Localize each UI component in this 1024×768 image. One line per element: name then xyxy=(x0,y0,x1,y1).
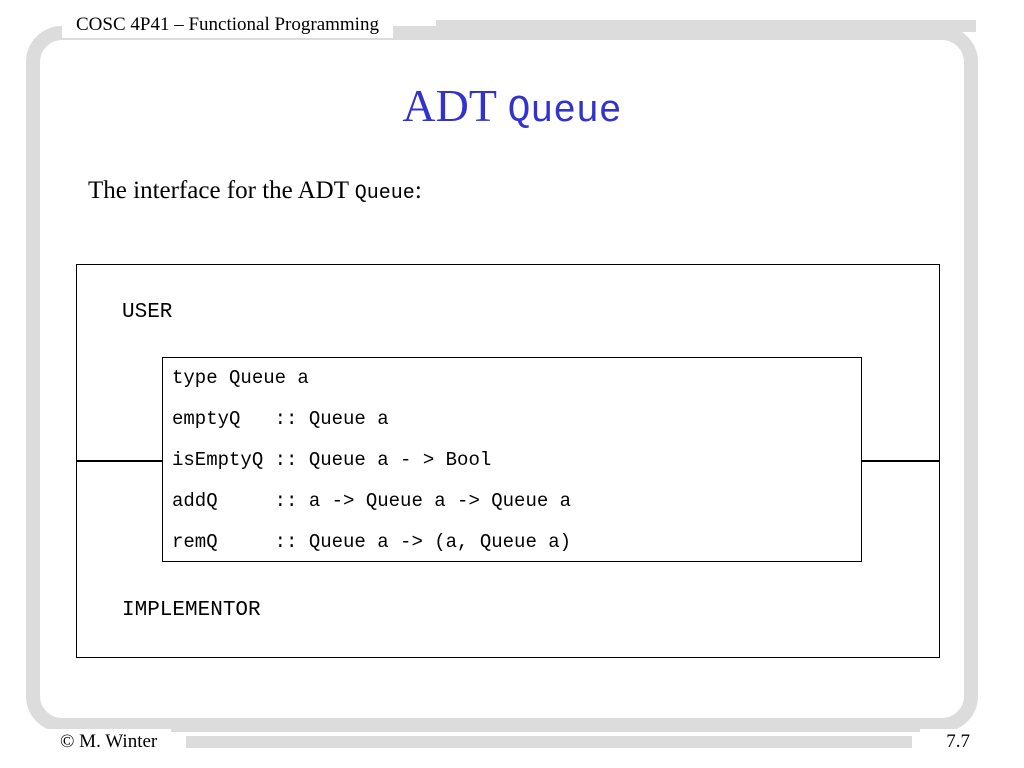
signature-line: remQ :: Queue a -> (a, Queue a) xyxy=(172,531,572,553)
intro-suffix: : xyxy=(414,177,422,204)
signature-line: isEmptyQ :: Queue a - > Bool xyxy=(172,449,492,471)
page-number: 7.7 xyxy=(920,729,970,755)
intro-text: The interface for the ADT xyxy=(88,177,355,204)
interface-diagram xyxy=(76,264,940,658)
implementor-label: IMPLEMENTOR xyxy=(122,599,261,622)
divider-left xyxy=(77,460,163,462)
signature-line: emptyQ :: Queue a xyxy=(172,408,389,430)
course-header: COSC 4P41 – Functional Programming xyxy=(62,12,393,38)
signature-box xyxy=(162,357,862,562)
intro-code: Queue xyxy=(354,182,415,205)
signature-line: addQ :: a -> Queue a -> Queue a xyxy=(172,490,572,512)
divider-right xyxy=(861,460,939,462)
signature-line: type Queue a xyxy=(172,367,309,389)
footer-bar xyxy=(186,736,912,748)
slide-title: ADT Queue xyxy=(0,76,1024,142)
footer-author: © M. Winter xyxy=(46,729,172,755)
title-text: ADT xyxy=(402,80,497,131)
intro-sentence: The interface for the ADT Queue: xyxy=(88,174,422,211)
header-bar xyxy=(436,20,976,32)
title-code: Queue xyxy=(507,90,622,133)
user-label: USER xyxy=(122,301,173,324)
